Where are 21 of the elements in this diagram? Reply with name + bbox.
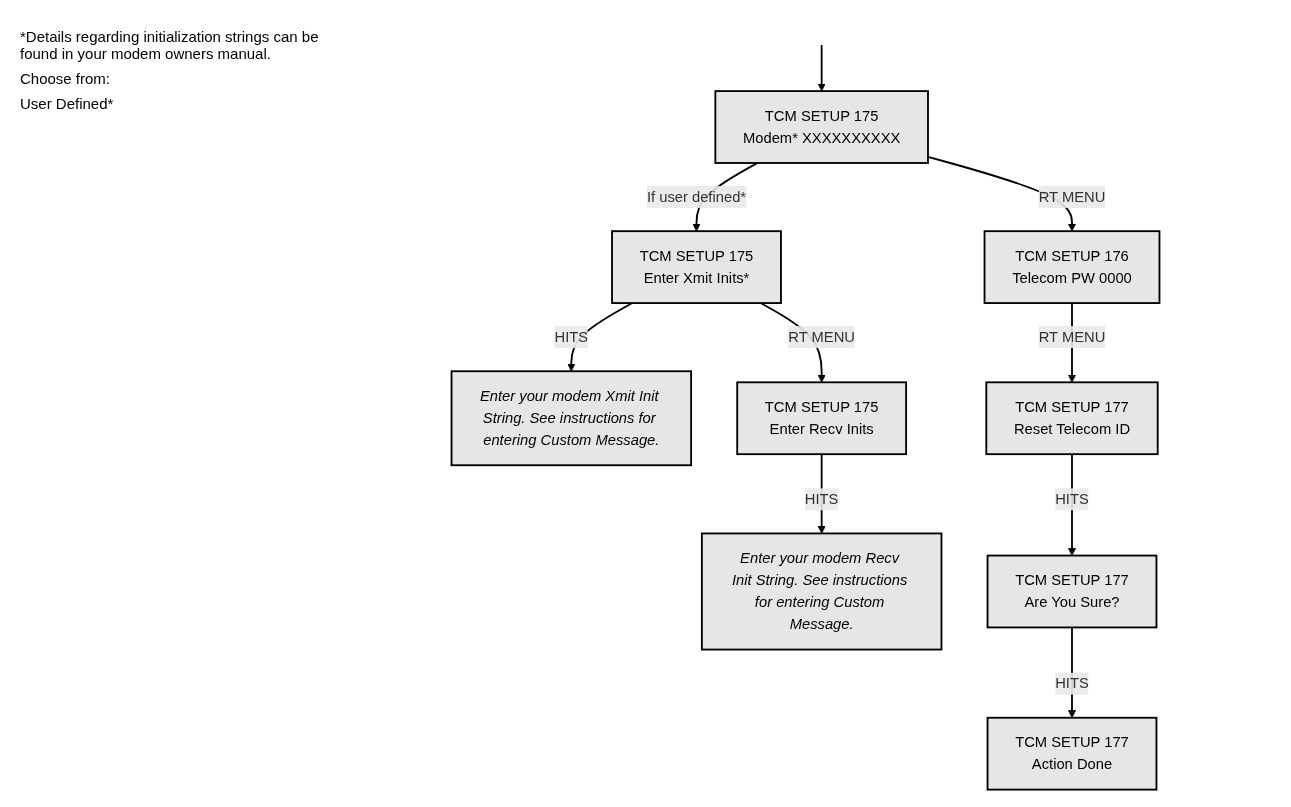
node-box: Enter your modem Xmit Init String. See instructions for entering Custom Message. xyxy=(450,370,693,467)
edge-label: RT MENU xyxy=(1038,188,1106,205)
node-box: TCM SETUP 175 Modem* XXXXXXXXXX xyxy=(714,90,929,164)
note-text: User Defined* xyxy=(20,95,115,112)
edge-label: RT MENU xyxy=(788,328,855,345)
node-box: TCM SETUP 175 Enter Xmit Inits* xyxy=(611,230,782,304)
arrow xyxy=(817,44,826,92)
edge-label: HITS xyxy=(554,328,589,345)
edge-label: HITS xyxy=(1055,675,1089,692)
node-box: Enter your modem Recv Init String. See instructions for entering Custom Message. xyxy=(700,532,943,651)
node-box: TCM SETUP 175 Enter Recv Inits xyxy=(736,381,908,456)
node-box: TCM SETUP 177 Are You Sure? xyxy=(986,554,1158,629)
node-box: TCM SETUP 177 Action Done xyxy=(986,716,1158,791)
note-text: *Details regarding initialization strings can be found in your modem owners manual. xyxy=(20,28,320,62)
node-box: TCM SETUP 177 Reset Telecom ID xyxy=(985,381,1159,456)
edge-label: If user defined* xyxy=(646,188,747,205)
edge-label: HITS xyxy=(1055,491,1089,507)
note-text: Choose from: xyxy=(20,70,112,87)
edge-label: RT MENU xyxy=(1038,328,1106,345)
node-box: TCM SETUP 176 Telecom PW 0000 xyxy=(983,230,1161,304)
edge-label: HITS xyxy=(804,491,839,507)
